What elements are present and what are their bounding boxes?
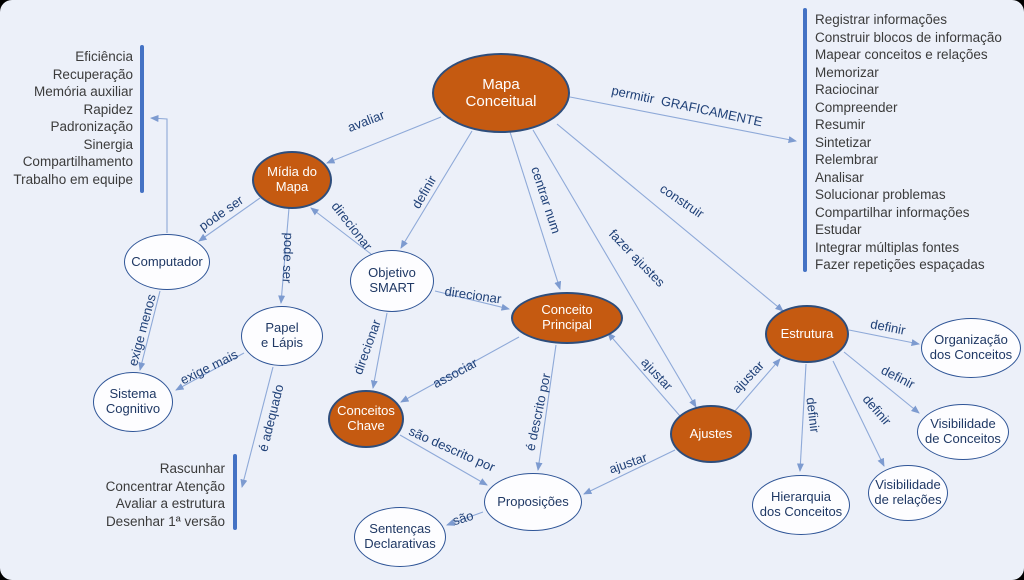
draft-steps-list: Rascunhar Concentrar Atenção Avaliar a e… [60, 460, 225, 530]
node-conceito-principal: Conceito Principal [511, 292, 623, 344]
list-item: Trabalho em equipe [13, 171, 133, 187]
draft-steps-bracket-bar [233, 454, 237, 530]
node-visibilidade-de-conceitos: Visibilidade de Conceitos [917, 404, 1009, 460]
node-computador: Computador [124, 234, 210, 290]
node-estrutura: Estrutura [765, 305, 849, 363]
node-midia-do-mapa: Mídia do Mapa [252, 151, 332, 209]
list-item: Compartilhar informações [815, 204, 970, 220]
edge-fazer-ajustes [532, 129, 697, 408]
node-hierarquia-dos-conceitos: Hierarquia dos Conceitos [752, 475, 850, 535]
list-item: Desenhar 1ª versão [105, 513, 225, 529]
list-item: Compreender [815, 99, 898, 115]
list-item: Solucionar problemas [815, 187, 946, 202]
node-organizacao-dos-conceitos: Organização dos Conceitos [921, 318, 1021, 378]
list-item: Concentrar Atenção [105, 478, 225, 494]
list-item: Eficiência [75, 49, 133, 64]
list-item: Resumir [815, 117, 866, 132]
edge-pode-ser-papel [278, 207, 290, 304]
edge-ajustar-estrutura [734, 358, 781, 412]
edge-pode-ser-computador [198, 197, 261, 242]
edge-ajustar-proposicoes [583, 449, 676, 495]
edge-sao-descrito-por [399, 434, 488, 486]
edge-e-descrito-por [535, 344, 557, 471]
edge-computador-benefits [150, 114, 168, 233]
node-objetivo-smart: Objetivo SMART [350, 250, 434, 312]
list-item: Avaliar a estrutura [115, 496, 225, 511]
edge-avaliar [326, 116, 442, 164]
edge-sao [446, 511, 484, 526]
edge-direcionar-conceito-principal [434, 290, 510, 311]
edge-direcionar-midia [310, 207, 372, 255]
node-sentencas-declarativas: Sentenças Declarativas [354, 507, 446, 567]
edge-exige-menos [138, 290, 161, 371]
edge-definir-visibilidade-conceitos [843, 351, 920, 414]
node-papel-e-lapis: Papel e Lápis [241, 306, 323, 366]
edge-construir [556, 123, 784, 312]
list-item: Mapear conceitos e relações [815, 47, 988, 62]
node-sistema-cognitivo: Sistema Cognitivo [93, 372, 173, 432]
list-item: Memória auxiliar [33, 84, 133, 99]
edge-associar [400, 336, 520, 403]
edge-exige-mais [175, 352, 245, 391]
list-item: Memorizar [815, 64, 879, 80]
edge-label-pode-ser-papel: pode ser [279, 232, 297, 284]
list-item: Rascunhar [159, 461, 225, 476]
benefits-list: Eficiência Recuperação Memória auxiliar … [8, 48, 133, 188]
list-item: Integrar múltiplas fontes [815, 239, 960, 255]
edge-definir-objetivo [400, 130, 473, 249]
list-item: Relembrar [815, 152, 879, 167]
list-item: Construir blocos de informação [815, 29, 1002, 45]
capabilities-bracket-bar [803, 8, 807, 272]
list-item: Sinergia [83, 136, 133, 152]
list-item: Estudar [815, 222, 862, 237]
list-item: Raciocinar [815, 82, 879, 97]
capabilities-list: Registrar informações Construir blocos d… [815, 11, 1020, 274]
edge-definir-organizacao [848, 329, 920, 346]
edge-direcionar-conceitos-chave [370, 312, 388, 389]
list-item: Sintetizar [815, 134, 872, 150]
list-item: Fazer repetições espaçadas [815, 257, 985, 272]
edge-definir-hierarquia [796, 363, 807, 472]
benefits-bracket-bar [140, 45, 144, 193]
list-item: Analisar [815, 169, 864, 185]
edge-definir-visibilidade-relacoes [832, 360, 885, 467]
list-item: Padronização [50, 119, 133, 134]
node-visibilidade-de-relacoes: Visibilidade de relações [868, 465, 948, 521]
edge-permitir-graficamente [569, 96, 797, 144]
list-item: Recuperação [52, 66, 133, 82]
edge-e-adequado [240, 366, 274, 488]
edge-ajustar-conceito-principal [607, 332, 681, 417]
list-item: Rapidez [83, 101, 133, 117]
node-proposicoes: Proposições [484, 473, 582, 531]
node-ajustes: Ajustes [670, 405, 752, 463]
edge-centrar-num [509, 131, 562, 290]
list-item: Registrar informações [815, 12, 948, 27]
node-conceitos-chave: Conceitos Chave [328, 390, 404, 448]
list-item: Compartilhamento [22, 154, 133, 169]
node-mapa-conceitual: Mapa Conceitual [432, 53, 570, 133]
